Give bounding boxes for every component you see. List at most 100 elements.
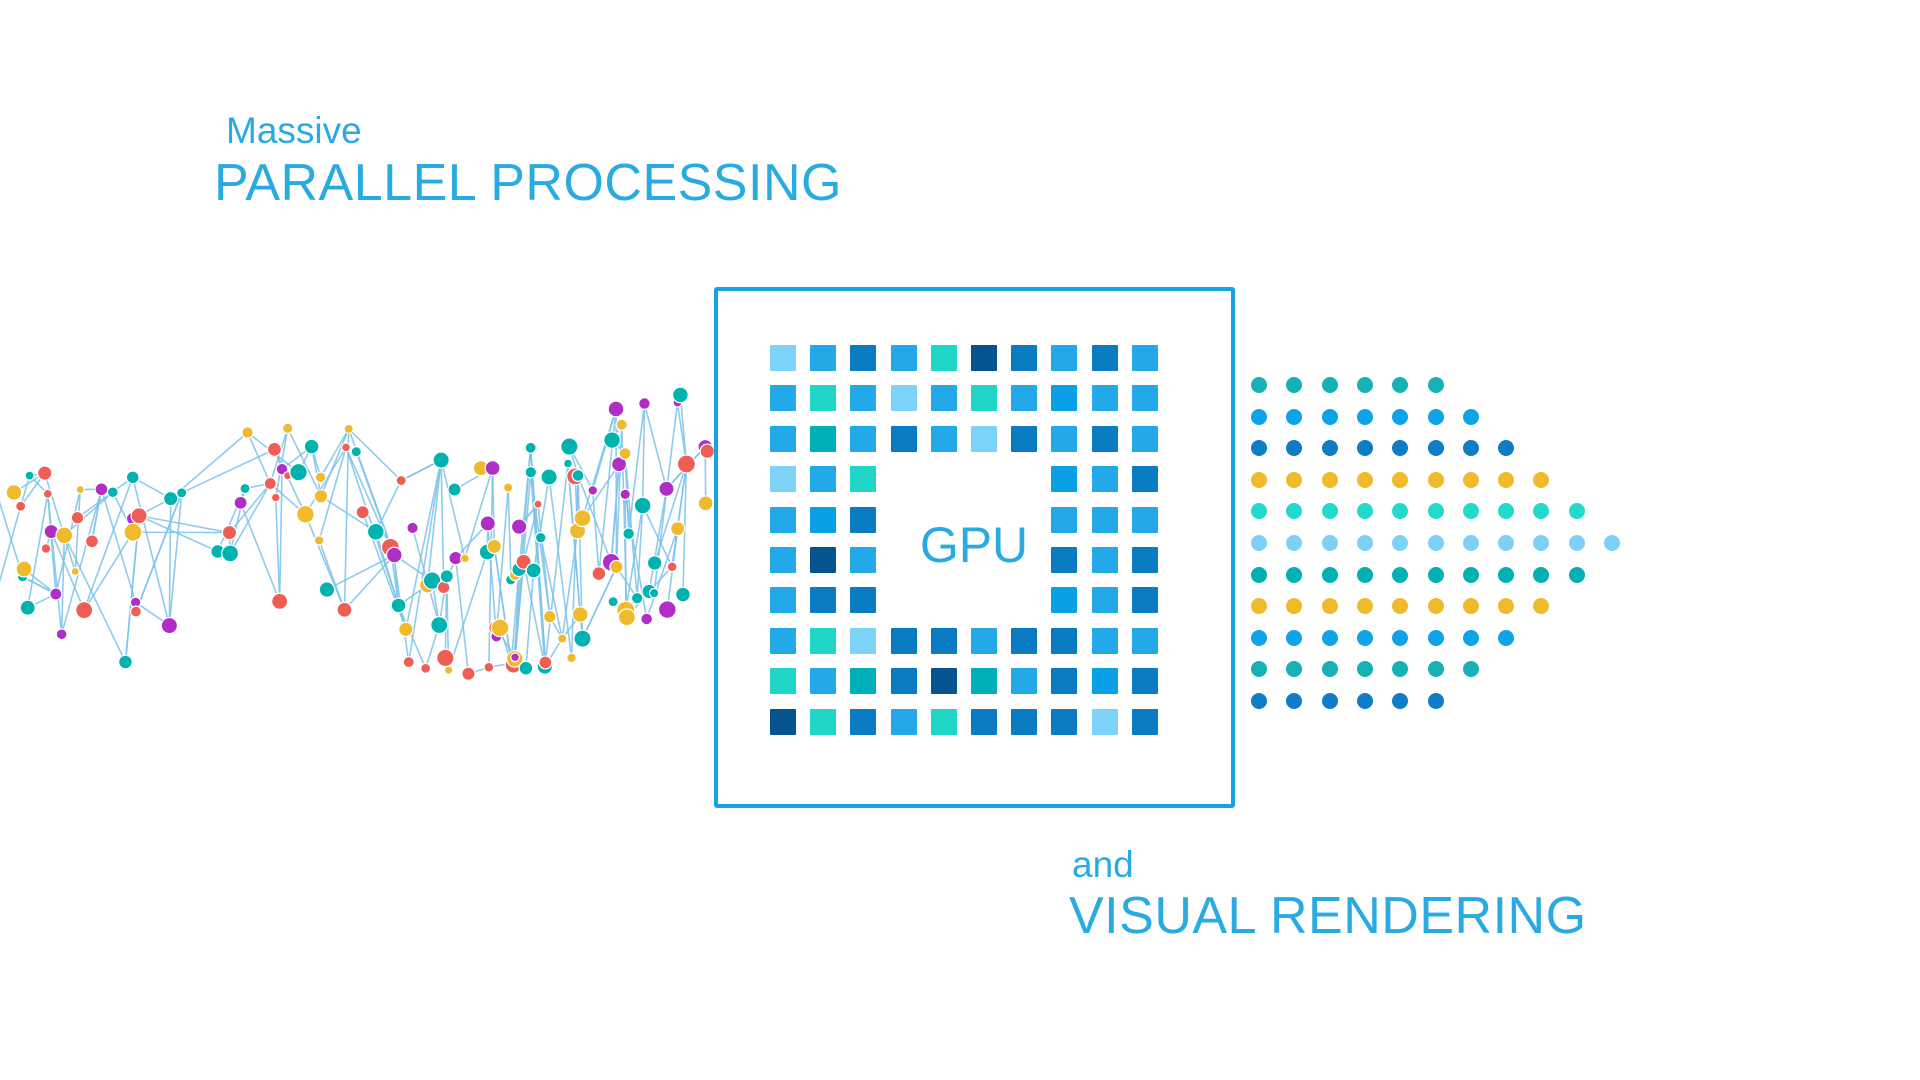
gpu-core-cell	[971, 385, 997, 412]
headline-bottom-small: and	[1072, 844, 1134, 885]
output-dot	[1427, 503, 1444, 520]
output-dot	[1251, 598, 1267, 615]
network-edge	[0, 506, 22, 583]
network-node	[515, 553, 532, 570]
headline-top-small: Massive	[226, 110, 362, 151]
network-edge	[393, 554, 400, 606]
network-edge	[26, 493, 49, 608]
output-dot	[1251, 440, 1267, 457]
gpu-core-cell	[770, 708, 796, 735]
network-node	[129, 605, 143, 618]
output-dot	[1604, 535, 1620, 551]
network-node	[350, 446, 362, 458]
network-node	[533, 499, 543, 509]
network-node	[542, 609, 557, 624]
network-edge	[63, 534, 127, 663]
network-node	[658, 480, 675, 497]
network-edge	[591, 408, 617, 491]
network-node	[19, 599, 36, 616]
network-node	[75, 601, 94, 620]
gpu-core-cell	[1051, 627, 1078, 654]
gpu-core-cell	[890, 668, 917, 695]
network-node	[591, 566, 607, 582]
gpu-core-cell	[1091, 425, 1118, 452]
gpu-core-cell	[1091, 385, 1118, 412]
network-node	[479, 515, 496, 532]
network-edge	[641, 505, 673, 568]
output-dot	[1251, 535, 1267, 551]
network-edge	[464, 467, 494, 559]
gpu-core-cell	[810, 345, 837, 371]
network-node	[671, 386, 689, 404]
network-edge	[168, 492, 183, 626]
gpu-core-cell	[770, 506, 796, 533]
network-node	[40, 543, 52, 554]
output-dot	[1321, 693, 1338, 709]
network-node	[538, 655, 553, 670]
network-edge	[135, 492, 183, 612]
network-node	[84, 534, 99, 549]
gpu-core-cell	[810, 506, 837, 533]
gpu-core-cell	[850, 627, 877, 654]
network-edge	[60, 535, 66, 635]
output-dot	[1321, 471, 1338, 488]
network-edge	[239, 502, 281, 602]
network-node	[447, 482, 462, 497]
network-node	[525, 562, 542, 579]
network-node	[402, 655, 415, 669]
output-dot	[1356, 440, 1373, 457]
network-edge	[645, 528, 679, 620]
gpu-core-cell	[1131, 385, 1158, 412]
output-dot	[1286, 566, 1303, 583]
network-edge	[326, 554, 395, 591]
gpu-core-cell	[850, 385, 877, 412]
network-node	[313, 535, 325, 546]
output-dot	[1392, 471, 1409, 488]
output-dot	[1462, 471, 1479, 488]
network-node	[398, 621, 414, 638]
network-node	[486, 538, 502, 555]
network-node	[657, 600, 677, 619]
output-dot	[1568, 503, 1585, 520]
output-dot	[1286, 408, 1303, 425]
network-edge	[77, 476, 134, 519]
network-node	[390, 597, 407, 614]
gpu-core-cell	[971, 425, 997, 452]
output-dot	[1462, 629, 1479, 646]
network-edge	[375, 531, 407, 630]
output-dot	[1427, 408, 1444, 425]
network-edge	[343, 428, 350, 610]
output-dot	[1251, 377, 1267, 393]
network-node	[233, 495, 248, 510]
network-edge	[440, 459, 466, 559]
output-dot	[1427, 598, 1444, 615]
output-dot	[1356, 693, 1373, 709]
network-node	[366, 522, 385, 541]
network-edge	[181, 448, 275, 494]
network-node	[355, 505, 370, 520]
network-edge	[278, 469, 283, 602]
network-edge	[348, 428, 402, 482]
gpu-core-cell	[1051, 587, 1078, 614]
network-node	[461, 666, 476, 681]
network-edge	[273, 449, 307, 515]
network-node	[566, 652, 577, 664]
gpu-core-cell	[850, 587, 877, 614]
network-node	[534, 531, 547, 544]
network-node	[563, 458, 573, 469]
network-node	[439, 569, 454, 584]
network-node	[646, 555, 663, 571]
network-node	[289, 462, 308, 482]
network-edge	[345, 447, 395, 556]
network-edge	[514, 561, 525, 658]
network-edge	[168, 498, 172, 626]
gpu-core-cell	[890, 708, 917, 735]
network-node	[502, 482, 514, 493]
network-node	[603, 431, 621, 449]
output-dot	[1321, 629, 1338, 646]
network-node	[638, 397, 651, 410]
output-dot	[1356, 503, 1373, 520]
network-edge	[319, 428, 350, 478]
gpu-core-cell	[890, 385, 917, 412]
gpu-core-cell	[890, 627, 917, 654]
